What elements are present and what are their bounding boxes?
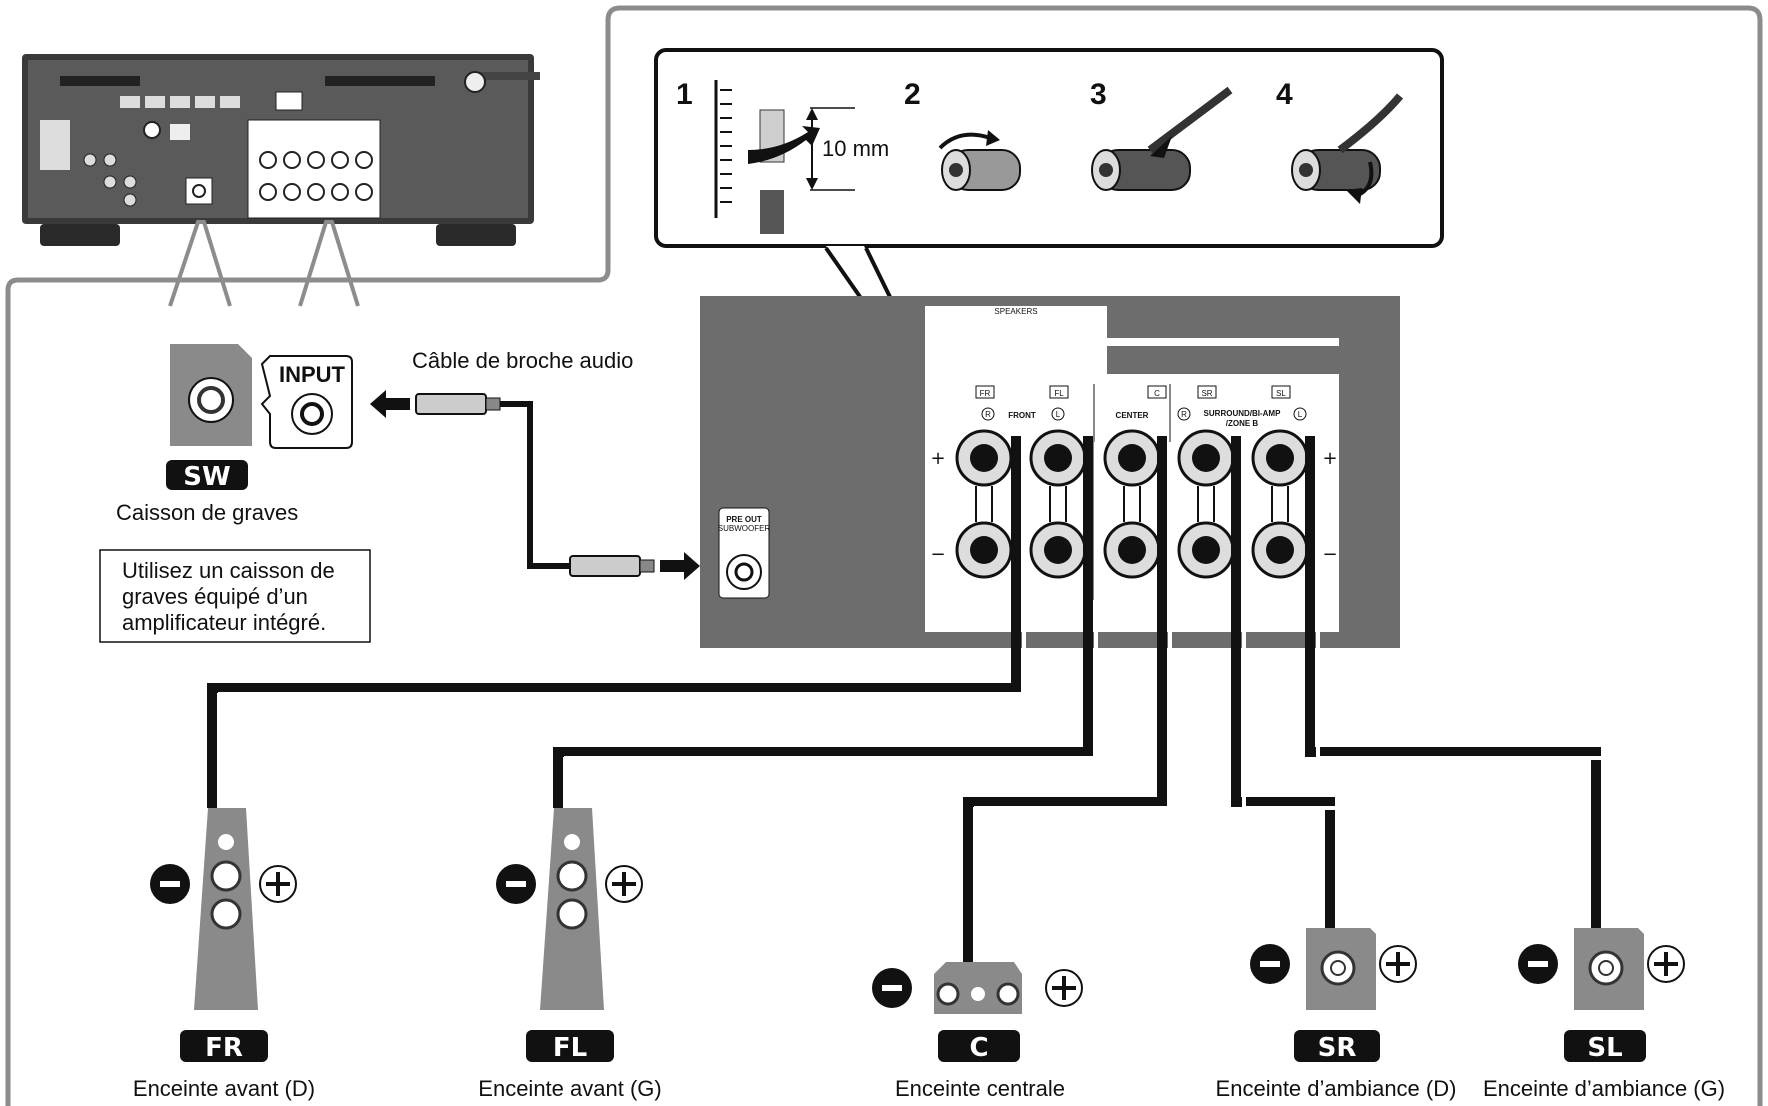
sl-caption: Enceinte d’ambiance (G) — [1483, 1076, 1725, 1101]
subwoofer-cable: Câble de broche audio — [370, 348, 700, 580]
note-line-3: amplificateur intégré. — [122, 610, 326, 635]
subwoofer-note-box — [99, 549, 371, 643]
binding-post-tighten-icon — [1291, 93, 1404, 204]
fl-caption: Enceinte avant (G) — [478, 1076, 661, 1101]
fr-caption: Enceinte avant (D) — [133, 1076, 315, 1101]
speakers-section-label: SPEAKERS — [994, 307, 1037, 316]
step-3-number: 3 — [1090, 78, 1107, 111]
callout-frame — [5, 5, 1763, 1106]
arrow-to-receiver-icon — [660, 552, 700, 580]
strip-length-label: 10 mm — [822, 136, 889, 161]
zone-b-label: /ZONE B — [1226, 419, 1259, 428]
note-line-2: graves équipé d’un — [122, 584, 308, 609]
front-l-mark: L — [1056, 410, 1061, 419]
fl-badge: FL — [553, 1033, 587, 1063]
sub-input-label: INPUT — [279, 362, 346, 387]
center-speaker: C Enceinte centrale — [872, 962, 1083, 1101]
note-line-1: Utilisez un caisson de — [122, 558, 335, 583]
speaker-cables — [207, 436, 1606, 968]
panel-minus-right: − — [1322, 544, 1337, 565]
surround-right-speaker: SR Enceinte d’ambiance (D) — [1216, 928, 1457, 1101]
c-caption: Enceinte centrale — [895, 1076, 1065, 1101]
front-label: FRONT — [1008, 411, 1036, 420]
panel-minus-left: − — [930, 544, 945, 565]
tag-sl: SL — [1276, 389, 1286, 398]
center-label: CENTER — [1116, 411, 1149, 420]
arrow-to-subwoofer-icon — [370, 390, 410, 418]
pre-out-label: PRE OUT — [726, 515, 762, 524]
binding-post-loosen-icon — [938, 130, 1021, 191]
tag-c: C — [1154, 389, 1160, 398]
tag-fl: FL — [1054, 389, 1064, 398]
sl-badge: SL — [1587, 1033, 1622, 1063]
step-4-number: 4 — [1276, 78, 1293, 111]
receiver-rear-thumbnail — [22, 54, 540, 307]
surround-l-mark: L — [1298, 410, 1303, 419]
front-r-mark: R — [985, 410, 991, 419]
surround-r-mark: R — [1181, 410, 1187, 419]
sr-badge: SR — [1318, 1033, 1357, 1063]
step-2-number: 2 — [904, 78, 921, 111]
receiver-speaker-panel: SPEAKERS PRE OUT SUBWOOFER FR FL C SR SL… — [700, 296, 1400, 648]
surround-left-speaker: SL Enceinte d’ambiance (G) — [1483, 928, 1725, 1101]
subwoofer-out-label: SUBWOOFER — [718, 524, 771, 533]
sw-badge: SW — [183, 462, 230, 492]
c-badge: C — [969, 1033, 988, 1063]
audio-pin-cable-label: Câble de broche audio — [412, 348, 633, 373]
tag-fr: FR — [980, 389, 991, 398]
subwoofer-caption: Caisson de graves — [116, 500, 298, 525]
binding-post-insert-icon — [1091, 86, 1233, 191]
front-right-speaker: FR Enceinte avant (D) — [133, 808, 315, 1101]
front-left-speaker: FL Enceinte avant (G) — [478, 808, 662, 1101]
panel-plus-left: + — [930, 448, 945, 469]
surround-label: SURROUND/BI-AMP — [1204, 409, 1282, 418]
step-1-number: 1 — [676, 78, 693, 111]
tag-sr: SR — [1201, 389, 1212, 398]
panel-plus-right: + — [1322, 448, 1337, 469]
fr-badge: FR — [205, 1033, 243, 1063]
sr-caption: Enceinte d’ambiance (D) — [1216, 1076, 1457, 1101]
subwoofer-unit: INPUT SW Caisson de graves Utilisez un c… — [99, 344, 371, 643]
